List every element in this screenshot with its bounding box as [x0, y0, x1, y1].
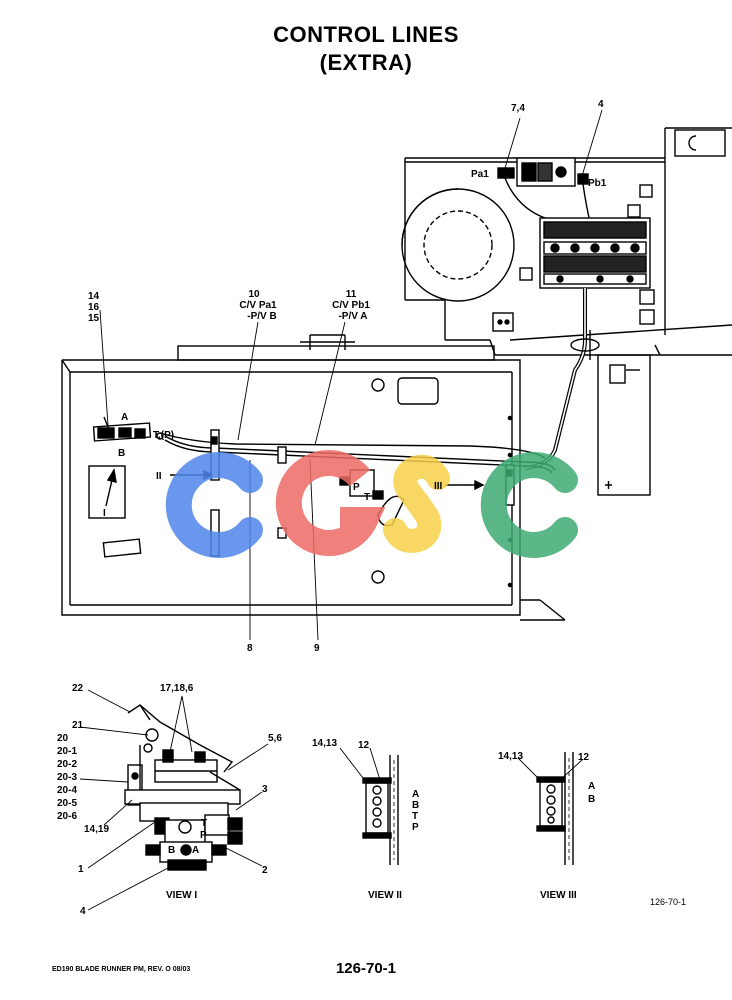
v2-callout-12: 12 [358, 740, 370, 751]
view-marker-ii: II [156, 471, 162, 482]
view-i-pedal-assembly [124, 704, 243, 871]
callout-8: 8 [247, 643, 253, 654]
v1-callout-20-2: 20-2 [57, 759, 77, 770]
view-marker-i: I [103, 508, 106, 519]
v1-callout-20: 20 [57, 733, 69, 744]
watermark-letter-3 [383, 454, 450, 553]
v1-callout-20-5: 20-5 [57, 798, 77, 809]
label-pa1: Pa1 [471, 169, 489, 180]
v1-callout-22: 22 [72, 683, 84, 694]
v1-callout-1: 1 [78, 864, 84, 875]
view-i-label: VIEW I [166, 890, 197, 901]
watermark [165, 450, 578, 558]
v3-port-a: A [588, 781, 595, 792]
v2-port-p: P [412, 822, 419, 833]
callout-10: 10 [248, 289, 260, 300]
v2-port-a: A [412, 789, 419, 800]
main-deck-plate [61, 334, 566, 621]
view-marker-iii: III [434, 481, 443, 492]
watermark-letter-4 [480, 452, 578, 558]
callout-16: 16 [88, 302, 100, 313]
v1-callout-2: 2 [262, 865, 268, 876]
label-cv-pa1: C/V Pa1 [239, 300, 277, 311]
view-ii-clamp [362, 755, 399, 865]
view-iii-label: VIEW III [540, 890, 577, 901]
v3-callout-14-13: 14,13 [498, 751, 523, 762]
callout-4-top: 4 [598, 99, 604, 110]
callout-11: 11 [346, 289, 357, 300]
view-ii-label: VIEW II [368, 890, 402, 901]
callout-14: 14 [88, 291, 100, 302]
v1-port-a: A [192, 845, 199, 856]
watermark-letter-2 [275, 450, 386, 556]
callout-15: 15 [88, 313, 100, 324]
v1-callout-21: 21 [72, 720, 84, 731]
port-t-p: T,(P) [153, 430, 174, 441]
pedal-valve [92, 416, 164, 442]
v1-callout-17-18-6: 17,18,6 [160, 683, 194, 694]
label-pb1: Pb1 [588, 178, 607, 189]
v2-port-t: T [412, 811, 418, 822]
large-pulley [401, 188, 515, 302]
upper-frame-outline [404, 127, 732, 360]
port-t: T [364, 492, 370, 503]
callout-7-4: 7,4 [511, 103, 525, 114]
pilot-valve-pa1-pb1 [497, 157, 591, 223]
view-iii-clamp [536, 752, 574, 865]
port-b: B [118, 448, 125, 459]
v2-port-b: B [412, 800, 419, 811]
v1-port-p: P [200, 830, 207, 841]
v1-callout-20-3: 20-3 [57, 772, 77, 783]
v1-port-b: B [168, 845, 175, 856]
v1-callout-20-1: 20-1 [57, 746, 77, 757]
label-pv-a: -P/V A [338, 311, 367, 322]
v3-callout-12: 12 [578, 752, 590, 763]
watermark-letter-1 [165, 452, 263, 558]
port-p: P [353, 482, 360, 493]
v1-callout-20-6: 20-6 [57, 811, 77, 822]
label-cv-pb1: C/V Pb1 [332, 300, 370, 311]
v1-callout-5-6: 5,6 [268, 733, 282, 744]
main-control-valve [539, 217, 651, 289]
v3-port-b: B [588, 794, 595, 805]
v1-callout-14-19: 14,19 [84, 824, 109, 835]
v1-callout-20-4: 20-4 [57, 785, 77, 796]
callout-9: 9 [314, 643, 320, 654]
v2-callout-14-13: 14,13 [312, 738, 337, 749]
v1-callout-3: 3 [262, 784, 268, 795]
v1-callout-4: 4 [80, 906, 86, 917]
page-title-line-2: (EXTRA) [319, 50, 413, 75]
label-pv-b: -P/V B [247, 311, 276, 322]
port-a: A [121, 412, 128, 423]
figure-code: 126-70-1 [650, 897, 687, 907]
v1-port-t: T [201, 818, 207, 829]
page-title-line-1: CONTROL LINES [273, 22, 459, 47]
footer-page-number: 126-70-1 [335, 960, 397, 977]
footer-document-info: ED190 BLADE RUNNER PM, REV. O 08/03 [52, 966, 191, 973]
